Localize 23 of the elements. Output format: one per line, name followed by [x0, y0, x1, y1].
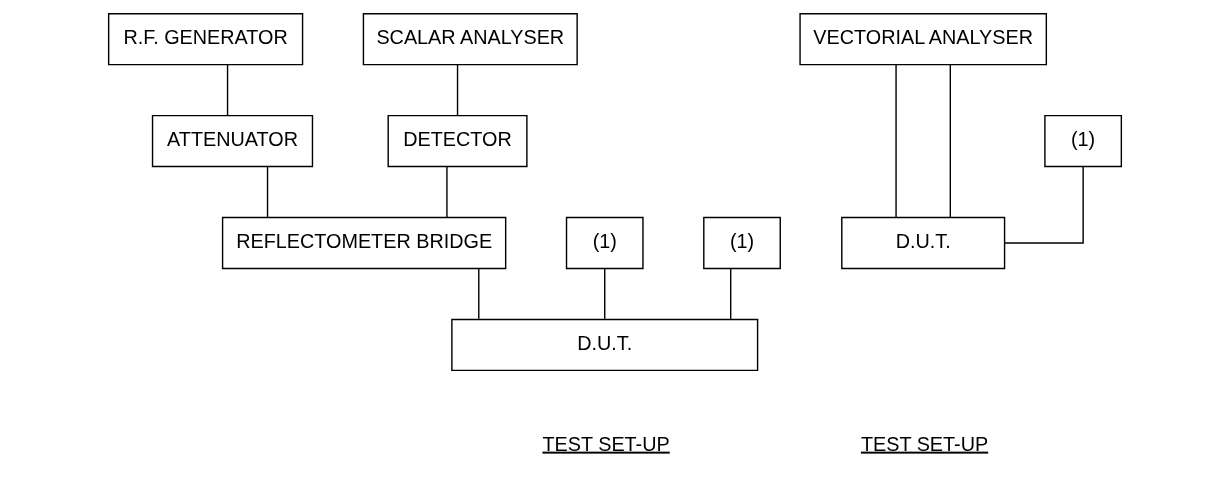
connector [894, 64, 897, 219]
connector [603, 268, 605, 320]
connector [729, 268, 731, 320]
label: TEST SET-UP [860, 432, 988, 455]
node-box: (1) [565, 216, 644, 270]
connector [456, 64, 458, 116]
connector [266, 166, 268, 218]
node-box: VECTORIAL ANALYSER [798, 13, 1047, 66]
node-box: D.U.T. [840, 216, 1005, 270]
node-box: ATTENUATOR [151, 114, 313, 168]
connector [226, 64, 228, 116]
node-box: (1) [1043, 114, 1122, 168]
node-box: REFLECTOMETER BRIDGE [221, 216, 506, 270]
node-box: DETECTOR [387, 114, 528, 168]
node-box: R.F. GENERATOR [107, 13, 303, 66]
connector [949, 64, 951, 219]
connector [1003, 166, 1084, 244]
node-box: (1) [702, 216, 781, 270]
connector [477, 268, 479, 320]
node-box: D.U.T. [450, 318, 758, 372]
node-box: SCALAR ANALYSER [362, 13, 578, 66]
connector [445, 166, 448, 218]
label: TEST SET-UP [541, 432, 670, 455]
